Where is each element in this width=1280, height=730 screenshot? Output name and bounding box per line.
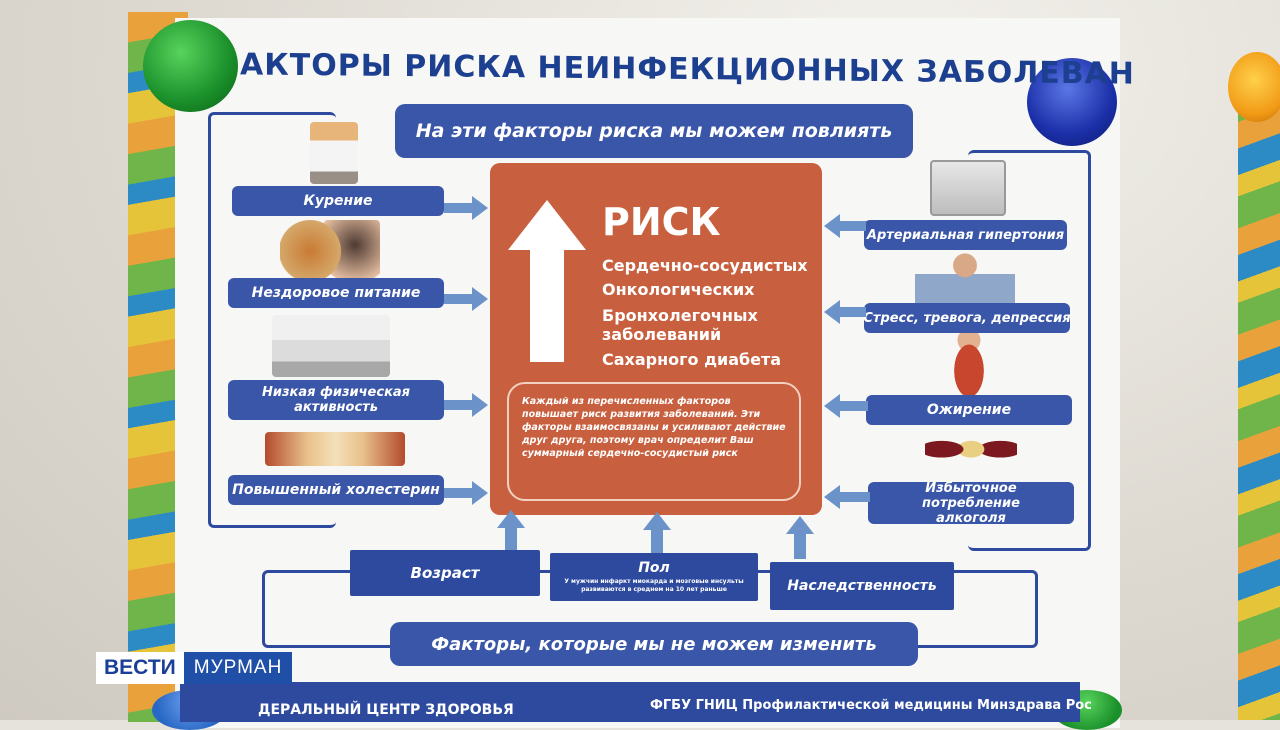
arrow-left-icon: [824, 214, 840, 238]
poster-footer: [180, 682, 1080, 722]
arrow-right-icon: [472, 287, 488, 311]
arrow-shaft: [651, 529, 663, 553]
arrow-right-icon: [472, 196, 488, 220]
artery-image: [265, 432, 405, 466]
bottom-banner: Факторы, которые мы не можем изменить: [390, 622, 918, 666]
left-frame: [208, 112, 336, 528]
arrow-shaft: [840, 307, 866, 317]
factor-unhealthy-diet: Нездоровое питание: [228, 278, 444, 308]
blue-magnet: [1027, 58, 1117, 146]
risk-item-broncho: Бронхолегочных заболеваний: [602, 306, 758, 344]
factor-low-activity: Низкая физическая активность: [228, 380, 444, 420]
stressed-man-image: [915, 248, 1015, 306]
arrow-up-icon: [508, 200, 586, 362]
arrow-right-icon: [472, 481, 488, 505]
blood-pressure-monitor-image: [930, 160, 1006, 216]
factor-alcohol: Избыточное потребление алкоголя: [868, 481, 1074, 526]
arrow-shaft: [444, 488, 474, 498]
arrow-shaft: [794, 533, 806, 559]
logo-vesti: ВЕСТИ: [96, 652, 184, 684]
arrow-left-icon: [824, 394, 840, 418]
factor-obesity: Ожирение: [866, 395, 1072, 425]
factor-smoking: Курение: [232, 186, 444, 216]
factor-hypertension: Артериальная гипертония: [864, 220, 1067, 250]
arrow-shaft: [444, 294, 474, 304]
factor-stress: Стресс, тревога, депрессия: [863, 303, 1071, 333]
factor-cholesterol: Повышенный холестерин: [228, 475, 444, 505]
footer-right-text: ФГБУ ГНИЦ Профилактической медицины Минз…: [650, 698, 1092, 713]
factor-age: Возраст: [350, 550, 540, 596]
factor-sex-note: У мужчин инфаркт миокарда и мозговые инс…: [564, 578, 744, 593]
broadcast-logo: ВЕСТИ МУРМАН: [96, 652, 293, 684]
obese-man-image: [946, 330, 992, 398]
arrow-left-icon: [824, 485, 840, 509]
fast-food-image: [280, 220, 380, 282]
logo-murman: МУРМАН: [183, 652, 293, 684]
cigarette-image: [310, 122, 358, 184]
arrow-shaft: [840, 492, 870, 502]
risk-note: Каждый из перечисленных факторов повышае…: [522, 396, 786, 459]
factor-sex-box: Пол У мужчин инфаркт миокарда и мозговые…: [550, 553, 758, 601]
poster-pattern-right: [1238, 90, 1280, 720]
arrow-up-small-icon: [497, 510, 525, 528]
arrow-up-small-icon: [786, 516, 814, 534]
risk-note-frame: [507, 382, 801, 501]
couch-image: [272, 315, 390, 377]
risk-title: РИСК: [602, 200, 721, 244]
green-magnet: [143, 20, 238, 112]
risk-item-diabetes: Сахарного диабета: [602, 350, 782, 369]
arrow-right-icon: [472, 393, 488, 417]
footer-left-text: ДЕРАЛЬНЫЙ ЦЕНТР ЗДОРОВЬЯ: [258, 702, 514, 718]
risk-item-cardio: Сердечно-сосудистых: [602, 256, 808, 275]
arrow-shaft: [840, 221, 866, 231]
factor-heredity: Наследственность: [770, 562, 954, 610]
wine-glasses-image: [925, 430, 1017, 478]
arrow-shaft: [840, 401, 868, 411]
factor-sex: Пол: [638, 560, 670, 576]
arrow-shaft: [505, 527, 517, 551]
arrow-up-small-icon: [643, 512, 671, 530]
risk-item-onco: Онкологических: [602, 280, 755, 299]
right-frame: [968, 150, 1091, 551]
top-banner: На эти факторы риска мы можем повлиять: [395, 104, 913, 158]
arrow-shaft: [444, 203, 474, 213]
arrow-shaft: [444, 400, 474, 410]
orange-magnet: [1228, 52, 1280, 122]
arrow-left-icon: [824, 300, 840, 324]
